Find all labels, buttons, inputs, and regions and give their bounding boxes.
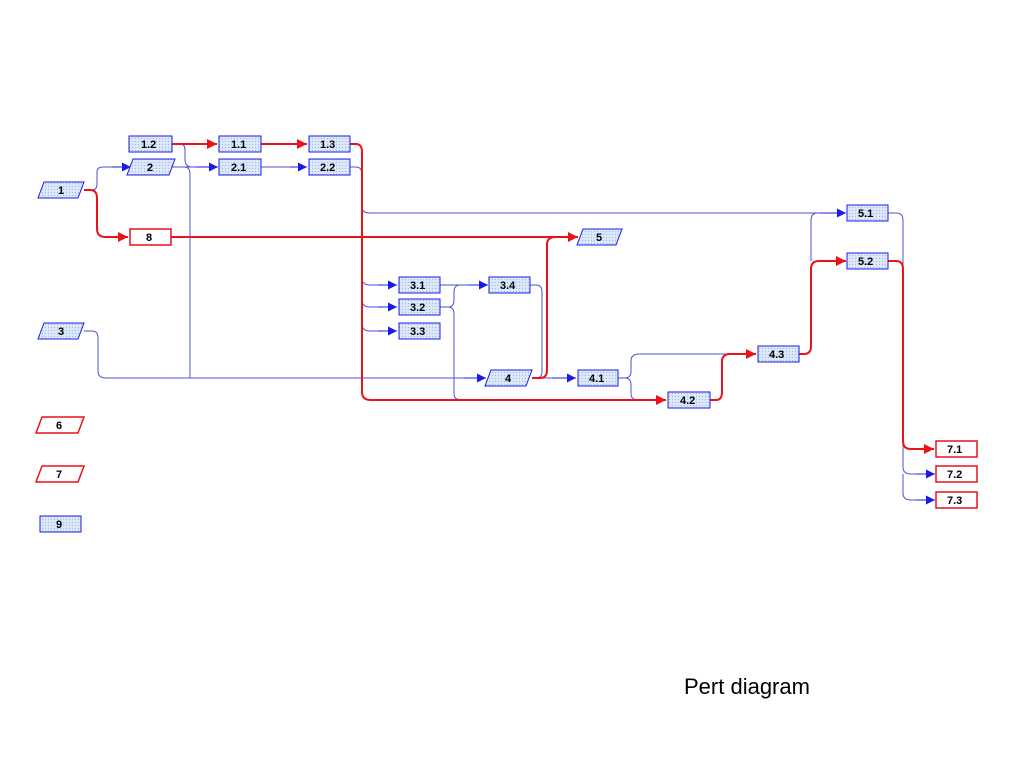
node-4-3-label: 4.3 (769, 349, 784, 361)
node-3-3[interactable]: 3.3 (398, 322, 441, 340)
link-1-2-branch (172, 143, 193, 168)
node-6-label: 6 (56, 420, 62, 432)
link-to-3-3 (361, 323, 378, 332)
node-4[interactable]: 4 (484, 369, 533, 387)
link-4-2-to-4-3 (710, 349, 756, 401)
node-4-1[interactable]: 4.1 (577, 369, 619, 387)
node-8-label: 8 (146, 232, 152, 244)
node-3-4-label: 3.4 (500, 280, 516, 292)
node-4-label: 4 (505, 373, 512, 385)
node-9[interactable]: 9 (39, 515, 82, 533)
link-4-to-5 (532, 236, 556, 379)
node-1-3[interactable]: 1.3 (308, 135, 351, 153)
node-1-2[interactable]: 1.2 (128, 135, 173, 153)
link-4-3-to-5-2 (799, 256, 846, 355)
node-2-2[interactable]: 2.2 (308, 158, 351, 176)
link-1-to-8 (84, 189, 128, 242)
node-2-1-label: 2.1 (231, 162, 246, 174)
node-5-1[interactable]: 5.1 (846, 204, 889, 222)
node-1-1-label: 1.1 (231, 139, 246, 151)
node-3-2-label: 3.2 (410, 302, 425, 314)
node-7[interactable]: 7 (34, 465, 86, 483)
link-4-1-to-4-3 (618, 353, 726, 379)
link-3-4-to-4 (530, 284, 543, 379)
node-7-1-label: 7.1 (947, 444, 962, 456)
node-3[interactable]: 3 (37, 322, 85, 340)
node-2-2-label: 2.2 (320, 162, 335, 174)
node-8[interactable]: 8 (129, 228, 172, 246)
node-4-2[interactable]: 4.2 (667, 391, 711, 409)
link-4-1-to-4-2 (618, 377, 640, 401)
node-7-2-label: 7.2 (947, 469, 962, 481)
node-5[interactable]: 5 (576, 228, 623, 246)
link-2-2-to-5-1 (350, 166, 820, 214)
link-5-1-to-7-3 (902, 474, 916, 501)
node-7-2[interactable]: 7.2 (935, 465, 978, 483)
link-to-3-2 (361, 299, 378, 308)
node-3-4[interactable]: 3.4 (488, 276, 531, 294)
node-3-label: 3 (58, 326, 64, 338)
node-1-1[interactable]: 1.1 (218, 135, 262, 153)
node-7-1[interactable]: 7.1 (935, 440, 978, 458)
node-1[interactable]: 1 (37, 181, 85, 199)
node-2-1[interactable]: 2.1 (218, 158, 262, 176)
node-9-label: 9 (56, 519, 62, 531)
node-3-3-label: 3.3 (410, 326, 425, 338)
link-2-vertical (170, 166, 191, 378)
node-5-1-label: 5.1 (858, 208, 873, 220)
diagram-caption: Pert diagram (684, 674, 810, 699)
node-2[interactable]: 2 (126, 158, 176, 176)
link-3-to-4 (84, 330, 464, 379)
link-1-to-2 (84, 166, 112, 191)
node-7-3-label: 7.3 (947, 495, 962, 507)
node-7-3[interactable]: 7.3 (935, 491, 978, 509)
link-4-3-to-5-1 (810, 212, 819, 261)
node-1-2-label: 1.2 (141, 139, 156, 151)
node-1-3-label: 1.3 (320, 139, 335, 151)
node-3-1-label: 3.1 (410, 280, 425, 292)
node-5-2[interactable]: 5.2 (846, 252, 889, 270)
link-5-2-to-7-1 (888, 260, 934, 454)
node-4-1-label: 4.1 (589, 373, 604, 385)
node-5-label: 5 (596, 232, 602, 244)
node-3-1[interactable]: 3.1 (398, 276, 441, 294)
link-3-2-down (440, 306, 463, 401)
node-3-2[interactable]: 3.2 (398, 298, 441, 316)
node-6[interactable]: 6 (34, 416, 86, 434)
link-3-2-branch (440, 284, 461, 308)
node-7-label: 7 (56, 469, 62, 481)
node-4-3[interactable]: 4.3 (757, 345, 800, 363)
node-2-label: 2 (147, 162, 153, 174)
link-to-3-1 (361, 277, 378, 286)
node-1-label: 1 (58, 185, 64, 197)
node-4-2-label: 4.2 (680, 395, 695, 407)
link-1-3-to-4-2 (350, 143, 666, 405)
node-5-2-label: 5.2 (858, 256, 873, 268)
